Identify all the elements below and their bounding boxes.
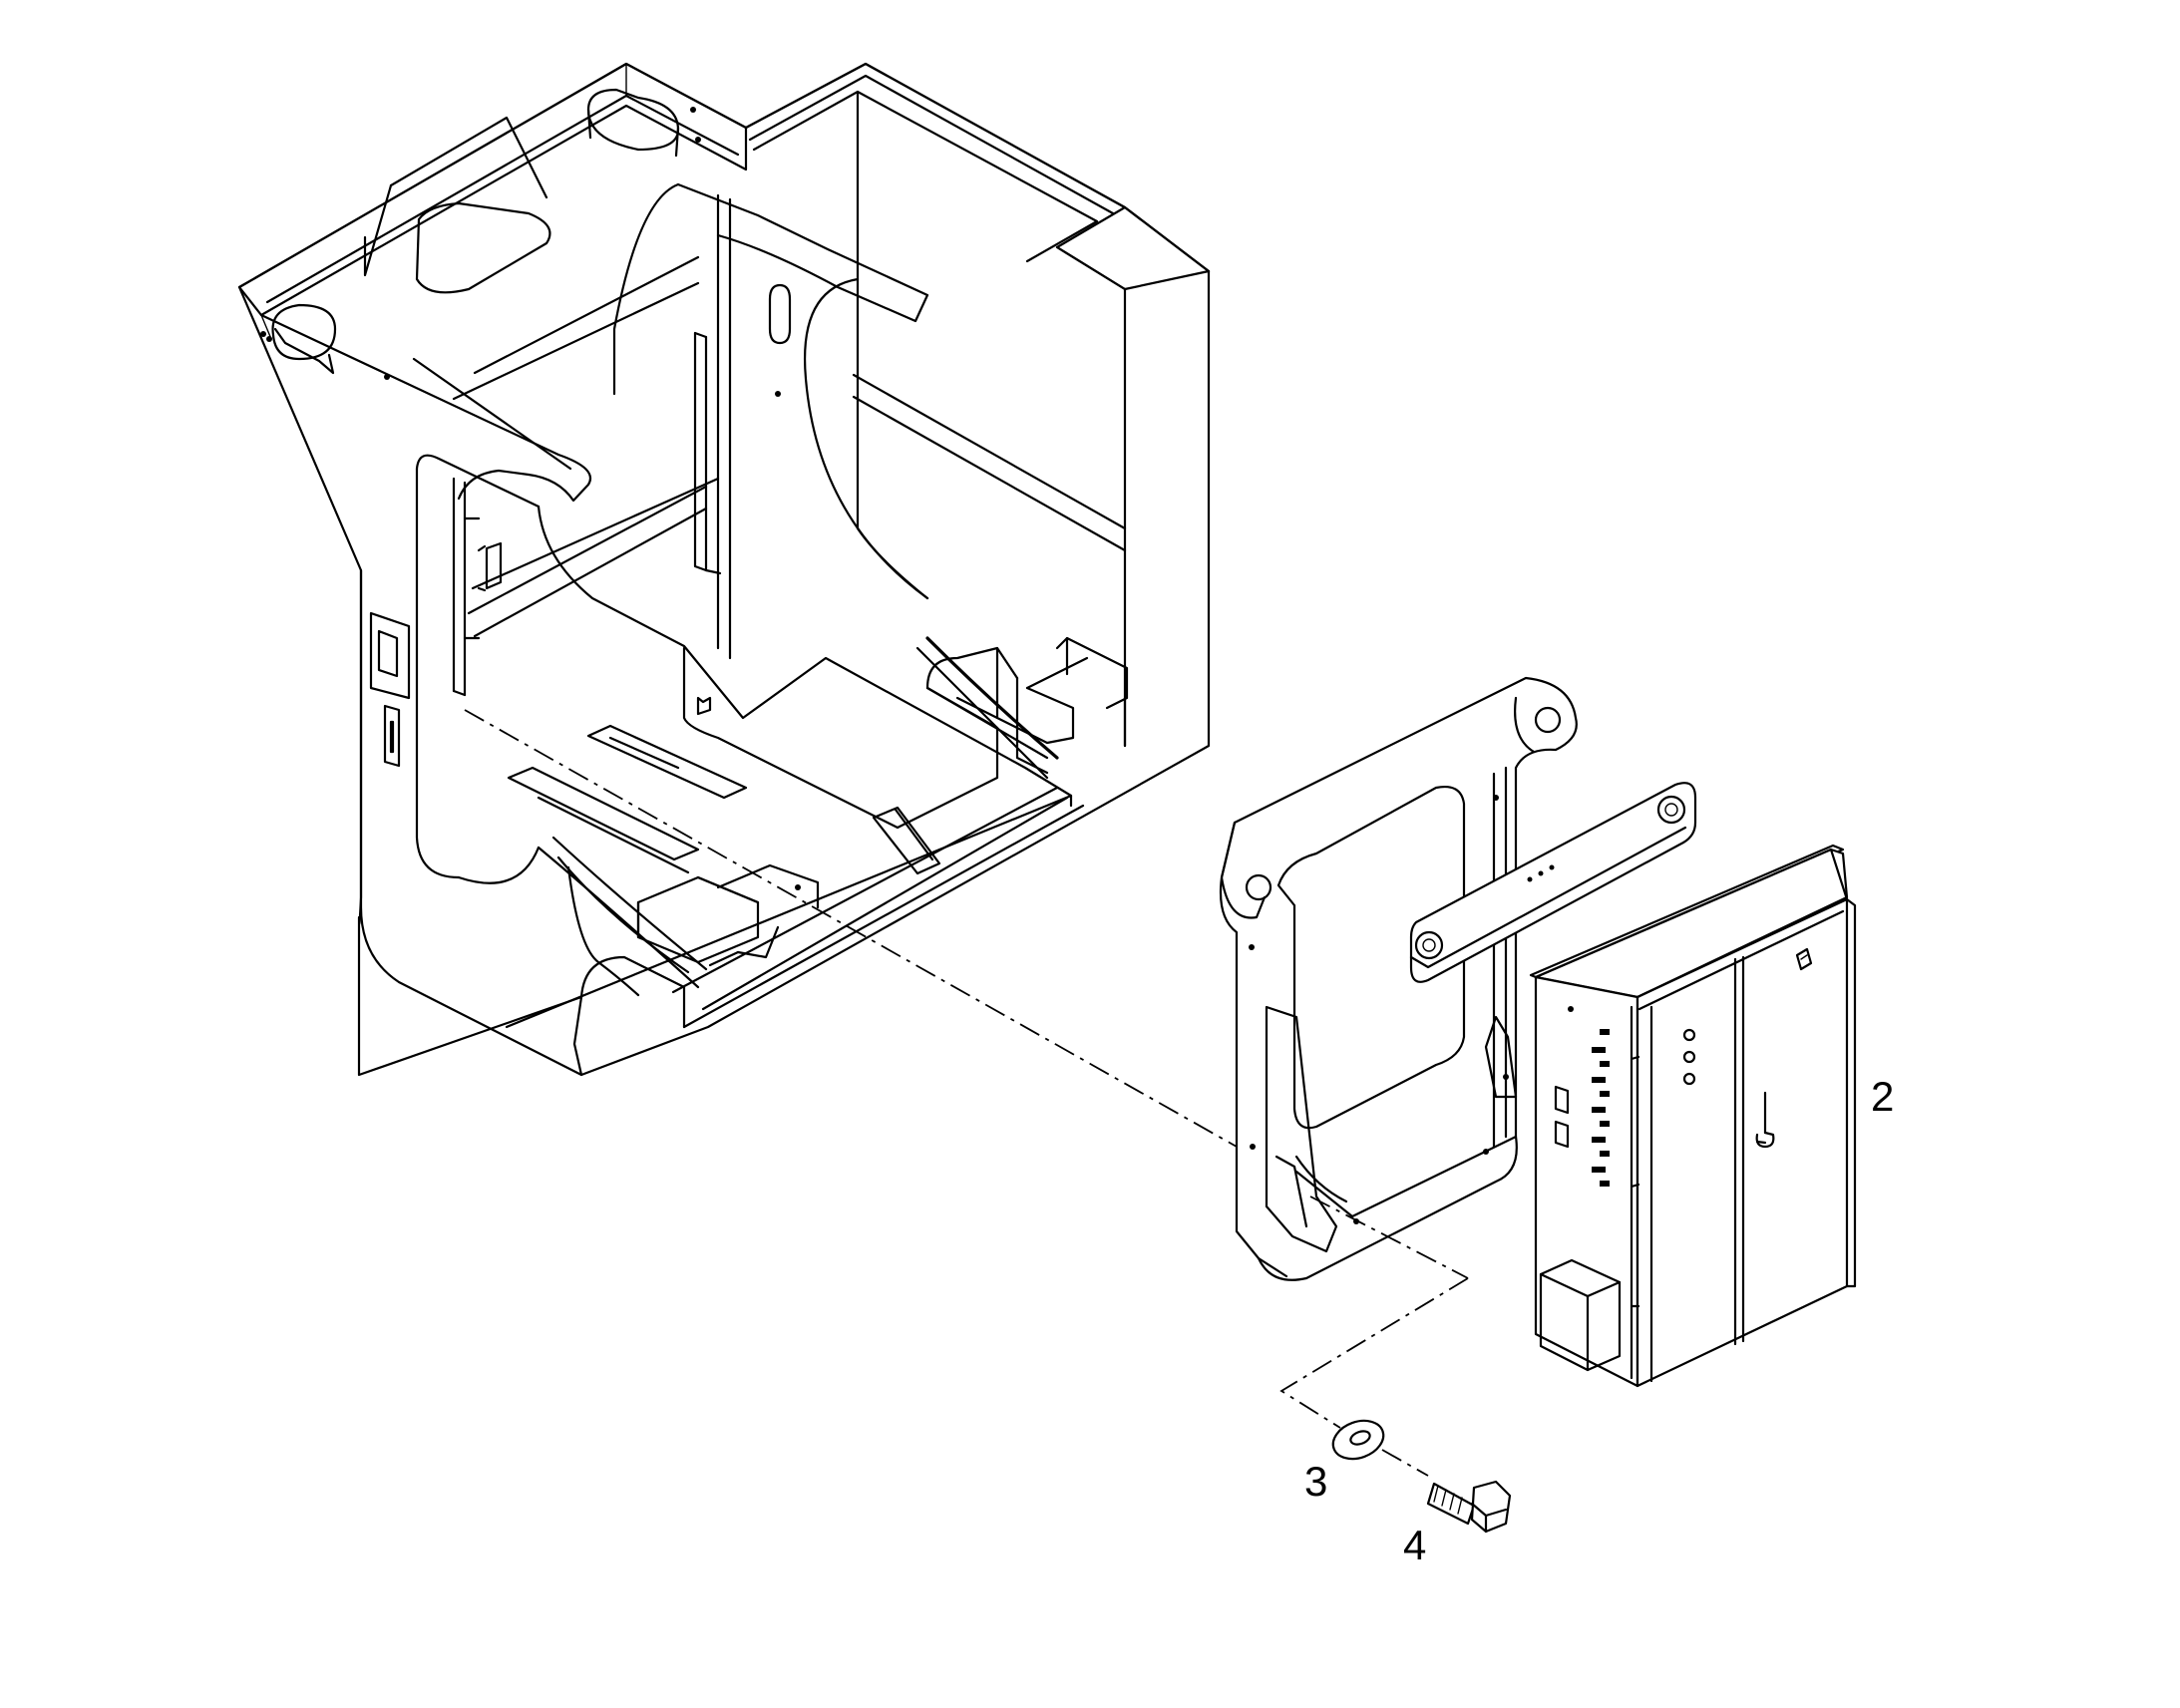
cross-bar bbox=[1409, 782, 1697, 983]
mounting-bracket bbox=[1219, 676, 1578, 1281]
washer bbox=[1331, 1419, 1385, 1461]
bolt bbox=[1426, 1480, 1512, 1534]
callout-4: 4 bbox=[1403, 1522, 1426, 1568]
callout-3: 3 bbox=[1304, 1458, 1327, 1505]
cabinet-vents bbox=[1592, 1029, 1610, 1187]
cabin-frame bbox=[237, 62, 1211, 1077]
assembly-centerlines bbox=[464, 709, 1469, 1477]
callout-2: 2 bbox=[1871, 1073, 1894, 1120]
electrical-cabinet bbox=[1529, 844, 1857, 1388]
